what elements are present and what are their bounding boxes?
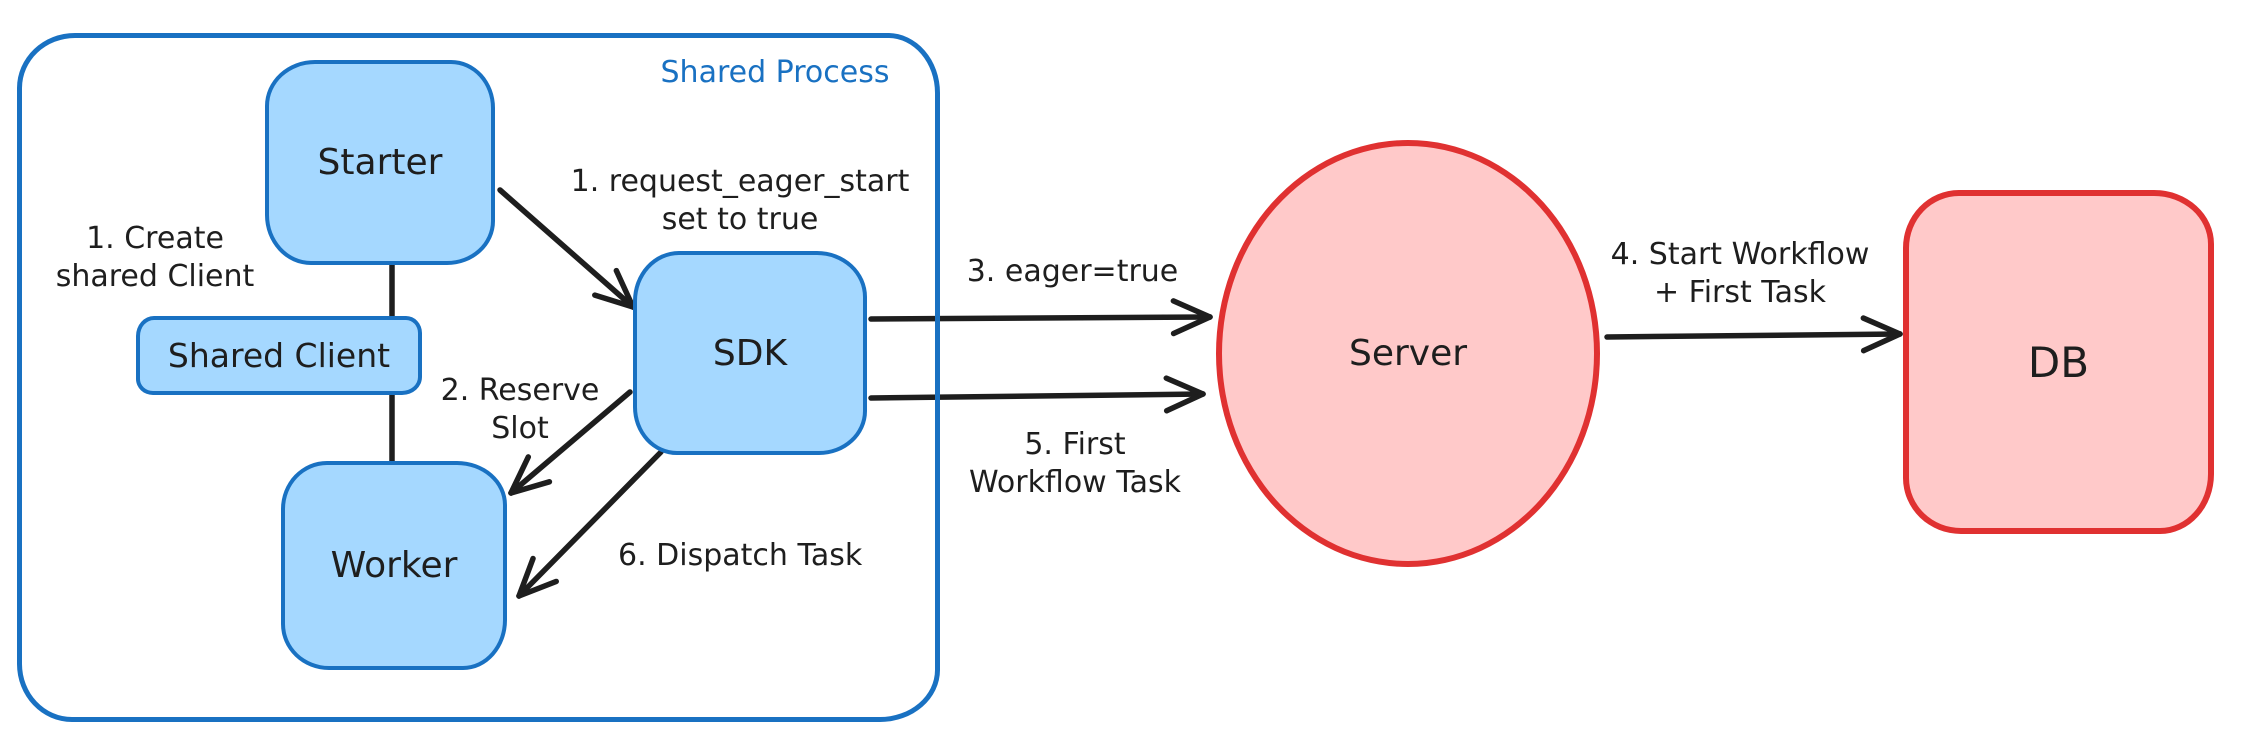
- arrow-dispatch-task: [516, 449, 664, 599]
- node-shared-client: Shared Client: [136, 316, 422, 395]
- node-starter-label: Starter: [317, 142, 443, 183]
- edge-label-create-shared-client: 1. Create shared Client: [55, 221, 255, 294]
- arrow-request-eager-start: [497, 187, 636, 310]
- edge-label-first-workflow-task: 5. First Workflow Task: [968, 427, 1182, 500]
- arrow-reserve-slot: [508, 389, 633, 496]
- node-starter: Starter: [265, 60, 495, 265]
- node-db: DB: [1903, 190, 2214, 534]
- node-sdk-label: SDK: [712, 332, 788, 374]
- edge-label-reserve-slot: 2. Reserve Slot: [440, 373, 600, 446]
- node-server-label: Server: [1348, 333, 1468, 374]
- node-worker-label: Worker: [330, 545, 458, 586]
- edge-label-request-eager-start: 1. request_eager_start set to true: [570, 164, 910, 237]
- node-db-label: DB: [2027, 337, 2090, 387]
- node-server: Server: [1216, 140, 1600, 567]
- node-sdk: SDK: [633, 251, 867, 455]
- edge-label-dispatch-task: 6. Dispatch Task: [618, 538, 863, 573]
- node-shared-client-label: Shared Client: [167, 336, 391, 375]
- node-worker: Worker: [281, 461, 507, 670]
- arrow-first-workflow-task: [868, 375, 1206, 414]
- edge-label-eager-true: 3. eager=true: [966, 254, 1179, 289]
- arrow-start-workflow: [1604, 315, 1903, 354]
- shared-process-label: Shared Process: [660, 55, 890, 90]
- arrow-eager-true: [868, 298, 1213, 337]
- edge-label-start-workflow: 4. Start Workflow + First Task: [1610, 237, 1870, 310]
